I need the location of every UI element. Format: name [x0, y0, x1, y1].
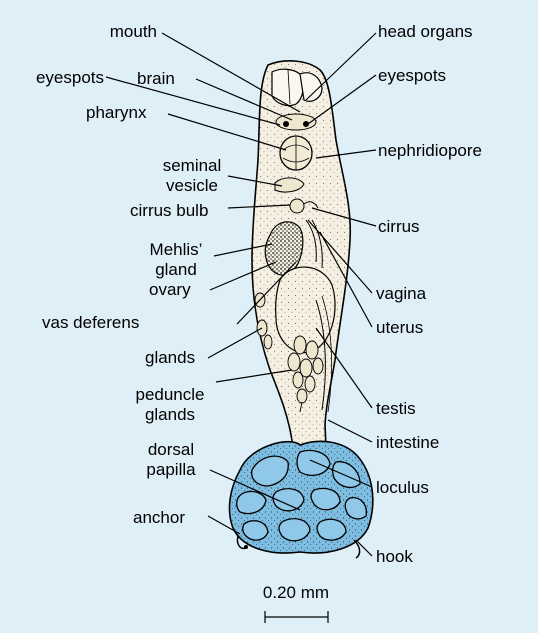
label-anchor: anchor	[133, 508, 185, 528]
label-eyespots-right: eyespots	[378, 66, 446, 86]
label-mehlis-gland: Mehlis’ gland	[140, 240, 212, 280]
head-organs-shape	[272, 69, 303, 105]
label-hook: hook	[376, 547, 413, 567]
eyespot-left	[283, 121, 289, 127]
label-peduncle-glands: peduncle glands	[130, 385, 210, 425]
label-pharynx: pharynx	[86, 103, 146, 123]
label-vagina: vagina	[376, 284, 426, 304]
label-dorsal-papilla: dorsal papilla	[140, 440, 202, 480]
label-head-organs: head organs	[378, 22, 473, 42]
label-vas-deferens: vas deferens	[42, 313, 139, 333]
cirrus-bulb-shape	[290, 199, 304, 213]
label-eyespots-left: eyespots	[36, 68, 104, 88]
label-brain: brain	[137, 69, 175, 89]
label-loculus: loculus	[376, 478, 429, 498]
label-cirrus: cirrus	[378, 217, 420, 237]
label-ovary: ovary	[149, 280, 191, 300]
scale-bar	[265, 611, 328, 623]
label-mouth: mouth	[110, 22, 157, 42]
label-nephridiopore: nephridiopore	[378, 141, 482, 161]
label-testis: testis	[376, 399, 416, 419]
label-seminal-vesicle: seminal vesicle	[154, 156, 230, 196]
scale-bar-label: 0.20 mm	[246, 583, 346, 603]
label-glands: glands	[145, 348, 195, 368]
label-intestine: intestine	[376, 433, 439, 453]
label-cirrus-bulb: cirrus bulb	[130, 201, 208, 221]
label-uterus: uterus	[376, 318, 423, 338]
